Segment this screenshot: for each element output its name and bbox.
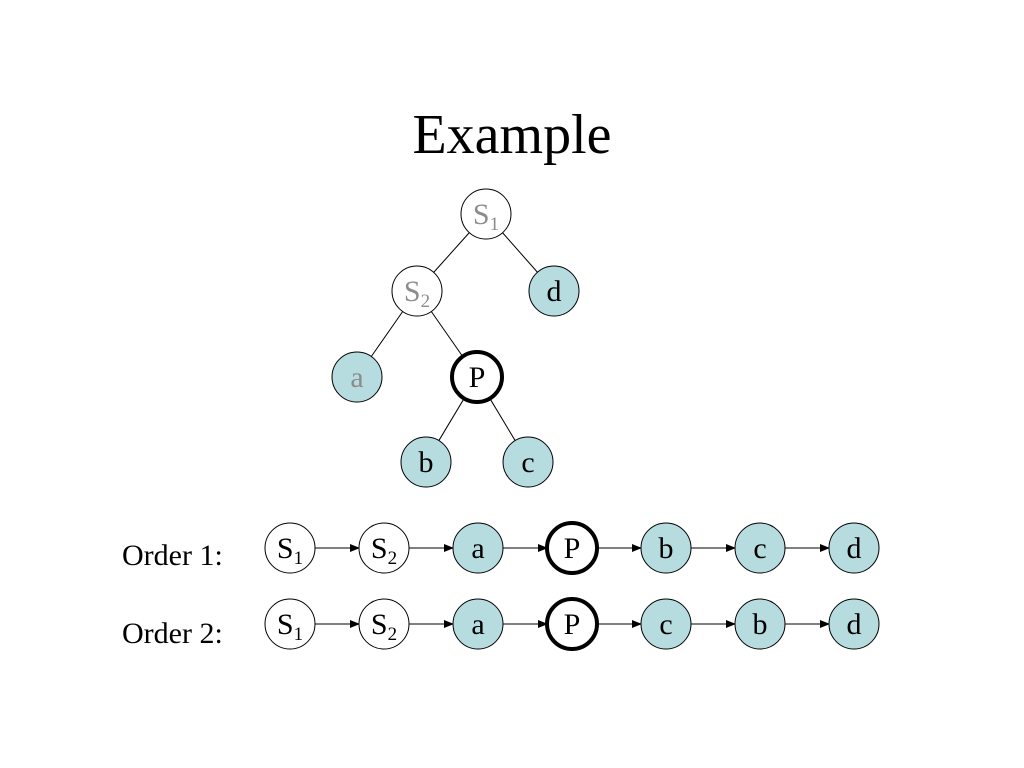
tree-edge-s2-a (370, 311, 404, 357)
order-1-node-3-label: a (471, 532, 484, 565)
tree-node-c: c (502, 436, 554, 488)
order-1-node-6: c (734, 522, 786, 574)
order-1-node-3: a (452, 522, 504, 574)
order-1-node-7: d (828, 522, 880, 574)
order-2-node-7-label: d (847, 608, 862, 641)
order-2-node-4: P (545, 597, 599, 651)
slide-title: Example (412, 104, 612, 166)
order-2-node-6-label: b (753, 608, 768, 641)
tree-node-s1: S1 (460, 188, 512, 240)
order-2-node-3-label: a (471, 608, 484, 641)
tree-node-p-label: P (469, 361, 486, 394)
order-1-node-7-label: d (847, 532, 862, 565)
tree-node-d-label: d (547, 275, 562, 308)
tree-edge-s1-s2 (433, 232, 470, 273)
tree-edge-p-c (489, 398, 516, 441)
tree-node-s1-label: S1 (473, 198, 499, 235)
tree-node-p: P (450, 350, 504, 404)
tree-node-s2: S2 (391, 265, 443, 317)
order-2-node-1: S1 (264, 598, 316, 650)
tree-edge-s2-p (430, 311, 464, 357)
order-2-node-6: b (734, 598, 786, 650)
order-2-label: Order 2: (122, 617, 223, 650)
order-2-node-4-label: P (564, 608, 581, 641)
tree-node-b-label: b (419, 446, 434, 479)
tree-edge-s1-d (502, 232, 538, 273)
order-1-node-4-label: P (564, 532, 581, 565)
order-1-node-6-label: c (753, 532, 766, 565)
order-1-node-5-label: b (659, 532, 674, 565)
order-2-node-7: d (828, 598, 880, 650)
tree-node-c-label: c (521, 446, 534, 479)
order-2-node-2: S2 (358, 598, 410, 650)
order-1-node-1: S1 (264, 522, 316, 574)
order-2-node-3: a (452, 598, 504, 650)
tree-edges (370, 232, 538, 441)
tree-node-a-label: a (350, 361, 363, 394)
order-1-node-5: b (640, 522, 692, 574)
order-1-label: Order 1: (122, 539, 223, 572)
order-1-node-2: S2 (358, 522, 410, 574)
order-2-node-5-label: c (659, 608, 672, 641)
tree-edge-p-b (438, 398, 465, 441)
order-1-node-4: P (545, 521, 599, 575)
tree-node-a: a (331, 351, 383, 403)
tree-node-b: b (400, 436, 452, 488)
tree-node-d: d (528, 265, 580, 317)
order-2-node-5: c (640, 598, 692, 650)
